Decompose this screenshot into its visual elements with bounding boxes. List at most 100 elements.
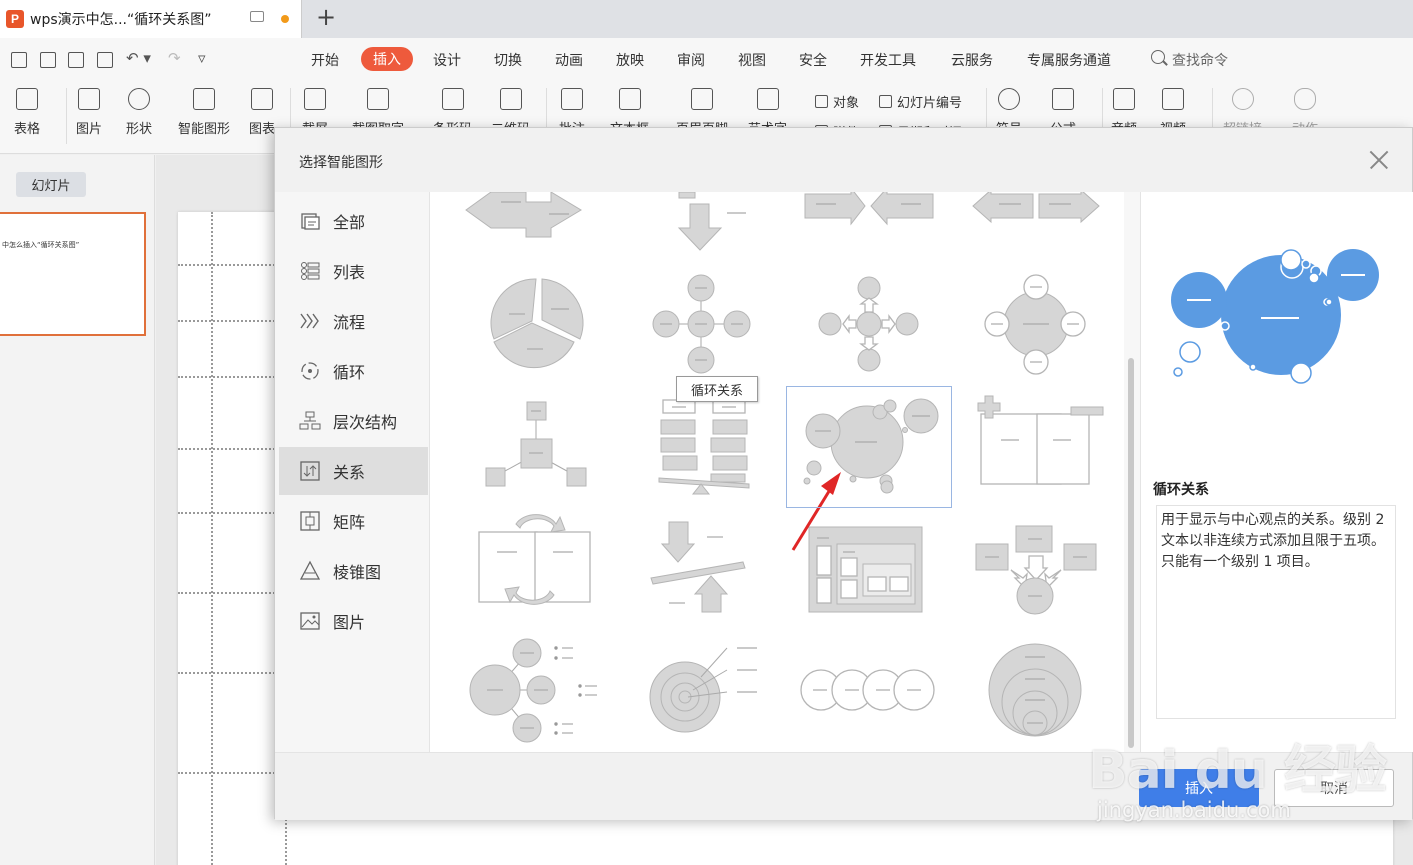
category-matrix[interactable]: 矩阵 — [279, 497, 428, 545]
gallery-item-arrow-convergence[interactable] — [975, 525, 1097, 615]
menu-review[interactable]: 审阅 — [677, 53, 705, 69]
print-preview-icon[interactable] — [97, 52, 113, 68]
menu-developer-tools[interactable]: 开发工具 — [860, 53, 916, 69]
table-button[interactable]: 表格 — [14, 88, 40, 137]
new-tab-plus-icon[interactable]: + — [316, 3, 337, 31]
guide-line — [178, 772, 298, 774]
category-all[interactable]: 全部 — [279, 197, 428, 245]
menu-cloud-services[interactable]: 云服务 — [951, 53, 993, 69]
customize-dropdown-icon[interactable]: ▿ — [198, 49, 206, 67]
picture-button[interactable]: 图片 — [76, 88, 102, 137]
mouse-icon — [1294, 88, 1316, 110]
gallery-item-plus-minus[interactable] — [977, 395, 1104, 485]
menu-animation[interactable]: 动画 — [555, 53, 583, 69]
category-picture[interactable]: 图片 — [279, 597, 428, 645]
textbox-icon — [618, 88, 641, 110]
selected-item-highlight[interactable] — [786, 386, 952, 508]
save-icon[interactable] — [11, 52, 27, 68]
gallery-scrollbar[interactable] — [1124, 192, 1140, 752]
header-footer-icon — [691, 88, 713, 110]
watermark-url: jingyan.baidu.com — [1097, 798, 1291, 822]
formula-icon — [1052, 88, 1074, 110]
menu-insert[interactable]: 插入 — [361, 47, 413, 71]
smart-art-icon — [193, 88, 215, 110]
object-button[interactable]: 对象 — [815, 92, 859, 111]
smart-art-dialog: 选择智能图形 全部 列表 流程 循环 层次结构 关系 矩阵 — [274, 127, 1413, 820]
cancel-button[interactable]: 取消 — [1274, 769, 1394, 807]
relationship-icon — [300, 461, 320, 481]
hover-tooltip: 循环关系 — [676, 376, 758, 402]
gallery-item-radial-cluster[interactable] — [652, 274, 751, 374]
gallery-item-nested-target-matrix[interactable] — [808, 526, 923, 613]
monitor-icon[interactable] — [250, 11, 264, 22]
category-relationship[interactable]: 关系 — [279, 447, 428, 495]
thumbnail-title: 中怎么插入“循环关系图” — [2, 241, 80, 249]
preview-panel: 循环关系 用于显示与中心观点的关系。级别 2 文本以非连续方式添加且限于五项。只… — [1140, 192, 1413, 752]
menu-start[interactable]: 开始 — [311, 53, 339, 69]
gallery-item-opposing-ideas[interactable] — [478, 514, 591, 605]
qr-code-icon — [499, 88, 522, 110]
category-list: 全部 列表 流程 循环 层次结构 关系 矩阵 棱锥图 — [275, 192, 430, 752]
insert-button[interactable]: 插入 — [1139, 769, 1259, 807]
command-search[interactable]: 查找命令 — [1172, 53, 1228, 69]
undo-icon[interactable]: ↶ ▾ — [126, 49, 151, 67]
menu-view[interactable]: 视图 — [738, 53, 766, 69]
gallery-item-balance[interactable] — [658, 399, 750, 495]
picture-icon — [300, 612, 320, 630]
shape-button[interactable]: 形状 — [126, 88, 152, 137]
guide-line — [178, 512, 298, 514]
category-pyramid[interactable]: 棱锥图 — [279, 547, 428, 595]
gallery-item-nested-circles[interactable] — [988, 643, 1082, 737]
omega-symbol-icon — [998, 88, 1020, 110]
gallery-item-down-arrow[interactable] — [677, 192, 746, 251]
gallery-item-interlocking-circles[interactable] — [800, 669, 935, 711]
chart-icon — [251, 88, 273, 110]
scrollbar-thumb[interactable] — [1128, 358, 1134, 748]
category-hierarchy[interactable]: 层次结构 — [279, 397, 428, 445]
gallery-item-basic-radial[interactable] — [984, 274, 1086, 375]
slides-tab[interactable]: 幻灯片 — [16, 172, 86, 197]
category-list-item[interactable]: 列表 — [279, 247, 428, 295]
gallery-item-diverging-radial[interactable] — [818, 276, 919, 372]
ribbon-separator — [986, 88, 987, 144]
menu-security[interactable]: 安全 — [799, 53, 827, 69]
gallery-item-opposing-arrows[interactable] — [465, 192, 582, 238]
gallery-item-diverging-arrows[interactable] — [972, 192, 1100, 224]
gallery-item-target[interactable] — [649, 647, 757, 733]
guide-line — [178, 264, 298, 266]
gallery-item-converging-arrows[interactable] — [804, 192, 934, 226]
slide-thumbnail-pane: 幻灯片 中怎么插入“循环关系图” — [0, 155, 155, 865]
title-bar: P wps演示中怎...“循环关系图” + — [0, 0, 1413, 38]
gallery-item-circle-bullets[interactable] — [469, 638, 597, 743]
gallery-item-counterbalance-arrows[interactable] — [650, 521, 746, 613]
smart-art-button[interactable]: 智能图形 — [178, 88, 230, 137]
link-icon — [1231, 88, 1254, 110]
gallery-item-cycle-relationship[interactable] — [803, 398, 939, 494]
menu-design[interactable]: 设计 — [433, 53, 461, 69]
guide-line — [211, 212, 213, 865]
export-icon[interactable] — [40, 52, 56, 68]
menu-slideshow[interactable]: 放映 — [616, 53, 644, 69]
shape-icon — [128, 88, 150, 110]
ribbon-separator — [546, 88, 547, 144]
slide-thumbnail-1[interactable]: 中怎么插入“循环关系图” — [0, 212, 146, 336]
dialog-header: 选择智能图形 — [275, 128, 1412, 192]
menu-exclusive-service[interactable]: 专属服务通道 — [1027, 53, 1111, 69]
search-icon[interactable] — [1151, 50, 1165, 64]
document-tab[interactable]: P wps演示中怎...“循环关系图” — [0, 0, 302, 38]
dialog-footer: 插入 取消 — [275, 752, 1412, 820]
category-cycle[interactable]: 循环 — [279, 347, 428, 395]
menu-transition[interactable]: 切换 — [494, 53, 522, 69]
red-arrow-annotation — [791, 472, 841, 551]
ribbon-separator — [66, 88, 67, 144]
gallery-item-converging-radial[interactable] — [485, 401, 587, 487]
slide-number-icon — [879, 95, 892, 108]
category-process[interactable]: 流程 — [279, 297, 428, 345]
chart-button[interactable]: 图表 — [249, 88, 275, 137]
close-icon[interactable] — [1369, 150, 1389, 170]
video-icon — [1162, 88, 1184, 110]
print-icon[interactable] — [68, 52, 84, 68]
slide-number-button[interactable]: 幻灯片编号 — [879, 92, 962, 111]
redo-icon[interactable]: ↷ — [168, 49, 181, 67]
gallery-item-segmented-pie[interactable] — [490, 278, 584, 369]
